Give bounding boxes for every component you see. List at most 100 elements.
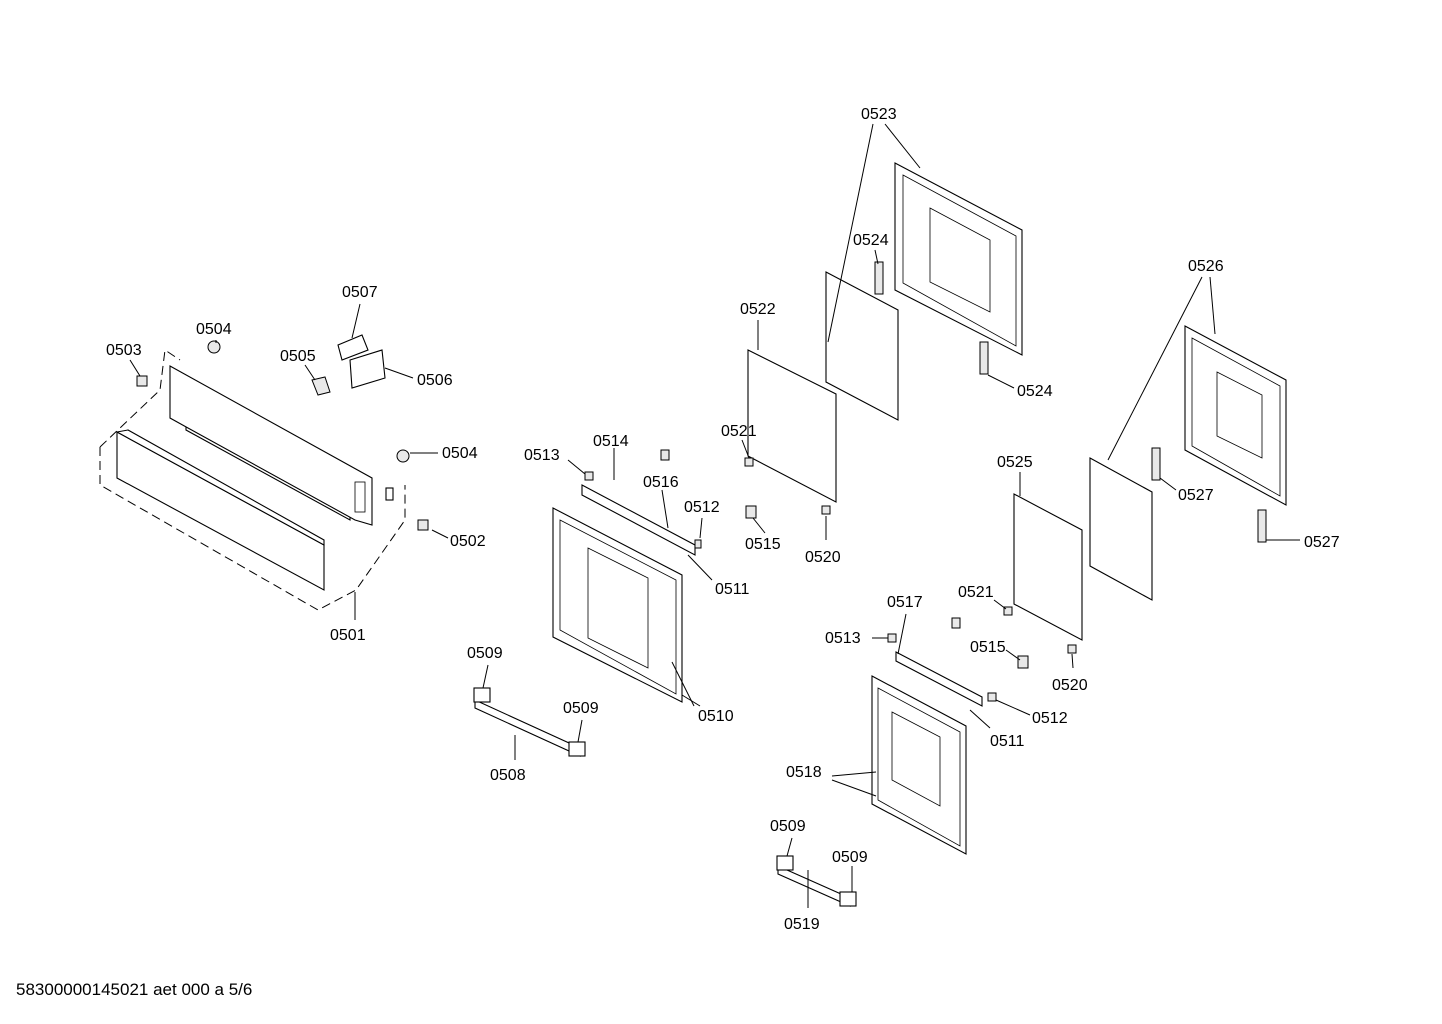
- door-frame-0523: [894, 162, 1023, 356]
- leader-0509b: [577, 719, 583, 743]
- panel-dashed-outline-left: [99, 349, 181, 448]
- strip-0516: [581, 484, 696, 556]
- frame-bracket: [354, 481, 366, 513]
- knob-right: [396, 449, 410, 463]
- door-frame-0518: [871, 675, 967, 855]
- leader-0507: [351, 303, 361, 339]
- leader-0515a: [752, 517, 766, 534]
- bolt-0515: [745, 505, 757, 519]
- label-0509-d: 0509: [832, 849, 868, 866]
- door-frame-0523-inner: [902, 174, 1017, 347]
- leader-0516: [661, 489, 669, 529]
- leader-0510b: [681, 694, 701, 707]
- label-0504-top: 0504: [196, 321, 232, 338]
- label-0520-b: 0520: [1052, 677, 1088, 694]
- leader-0523a: [827, 123, 874, 343]
- label-0521-a: 0521: [721, 423, 757, 440]
- clip-0512: [694, 539, 702, 549]
- label-0508: 0508: [490, 767, 526, 784]
- label-0527-b: 0527: [1304, 534, 1340, 551]
- handle-end-right: [568, 741, 586, 757]
- control-panel-assembly: [99, 334, 429, 611]
- label-0514: 0514: [593, 433, 629, 450]
- clip-left: [136, 375, 148, 387]
- label-0516: 0516: [643, 474, 679, 491]
- label-0501: 0501: [330, 627, 366, 644]
- leader-0517: [897, 613, 907, 655]
- label-0513-a: 0513: [524, 447, 560, 464]
- door-assembly-b: [776, 325, 1287, 907]
- handle-end-right-b: [839, 891, 857, 907]
- label-0526: 0526: [1188, 258, 1224, 275]
- pin-b: [951, 617, 961, 629]
- label-0505: 0505: [280, 348, 316, 365]
- label-0513-b: 0513: [825, 630, 861, 647]
- leader-0511a: [687, 554, 713, 581]
- label-0504-right: 0504: [442, 445, 478, 462]
- hinge-0524-bottom: [979, 341, 989, 375]
- leader-0512a: [699, 517, 703, 539]
- label-0509-a: 0509: [467, 645, 503, 662]
- leader-0505: [304, 364, 316, 381]
- door-assembly-a: [473, 162, 1023, 757]
- clip-0520: [821, 505, 831, 515]
- bolt-0515b: [1017, 655, 1029, 669]
- bracket-0506: [349, 349, 386, 389]
- frame-clip: [385, 487, 394, 501]
- label-0520-a: 0520: [805, 549, 841, 566]
- clip-0521: [744, 457, 754, 467]
- door-frame-inner: [559, 519, 677, 695]
- handle-bar-0519: [777, 865, 851, 907]
- label-0515-b: 0515: [970, 639, 1006, 656]
- hinge-0507: [337, 334, 369, 361]
- label-0524-b: 0524: [1017, 383, 1053, 400]
- label-0518: 0518: [786, 764, 822, 781]
- label-0523: 0523: [861, 106, 897, 123]
- label-0503: 0503: [106, 342, 142, 359]
- label-0512-a: 0512: [684, 499, 720, 516]
- door-window-0523: [929, 207, 991, 313]
- leader-0509c: [786, 837, 793, 857]
- door-frame-0510: [552, 507, 683, 703]
- leader-0524b: [987, 374, 1015, 389]
- door-window-0526: [1216, 371, 1263, 459]
- leader-0518b: [831, 779, 877, 797]
- door-frame-0518-inner: [877, 687, 961, 847]
- label-0527-a: 0527: [1178, 487, 1214, 504]
- label-0519: 0519: [784, 916, 820, 933]
- label-0506: 0506: [417, 372, 453, 389]
- leader-0527a: [1159, 477, 1177, 491]
- document-footer-code: 58300000145021 aet 000 a 5/6: [16, 980, 253, 999]
- clip-0513: [584, 471, 594, 481]
- knob-top: [207, 340, 221, 354]
- handle-end-left: [473, 687, 491, 703]
- label-0509-c: 0509: [770, 818, 806, 835]
- leader-0521a: [741, 439, 750, 459]
- strip-0517: [895, 651, 983, 707]
- leader-0509a: [482, 664, 489, 689]
- door-frame-0526-inner: [1191, 337, 1281, 497]
- leader-0510a: [671, 661, 695, 707]
- clip-0512b: [987, 692, 997, 702]
- label-0511-b: 0511: [990, 733, 1025, 750]
- clip-0521b: [1003, 606, 1013, 616]
- door-window-0510: [587, 547, 649, 669]
- frame: [169, 365, 373, 526]
- leader-0526a: [1107, 276, 1203, 461]
- leader-0520b: [1071, 653, 1074, 669]
- hinge-0524-top: [874, 261, 884, 295]
- leader-0511b: [969, 709, 991, 729]
- glass-pane-a: [825, 271, 899, 421]
- panel-dashed-outline: [99, 447, 406, 611]
- leader-0512b: [995, 699, 1031, 716]
- label-0525: 0525: [997, 454, 1033, 471]
- leader-0503: [129, 359, 141, 377]
- glass-pane-b: [1089, 457, 1153, 601]
- label-0507: 0507: [342, 284, 378, 301]
- leader-0524a: [874, 249, 879, 265]
- leader-0506: [384, 367, 414, 379]
- leader-0515b: [1005, 649, 1021, 661]
- label-0510: 0510: [698, 708, 734, 725]
- label-0521-b: 0521: [958, 584, 994, 601]
